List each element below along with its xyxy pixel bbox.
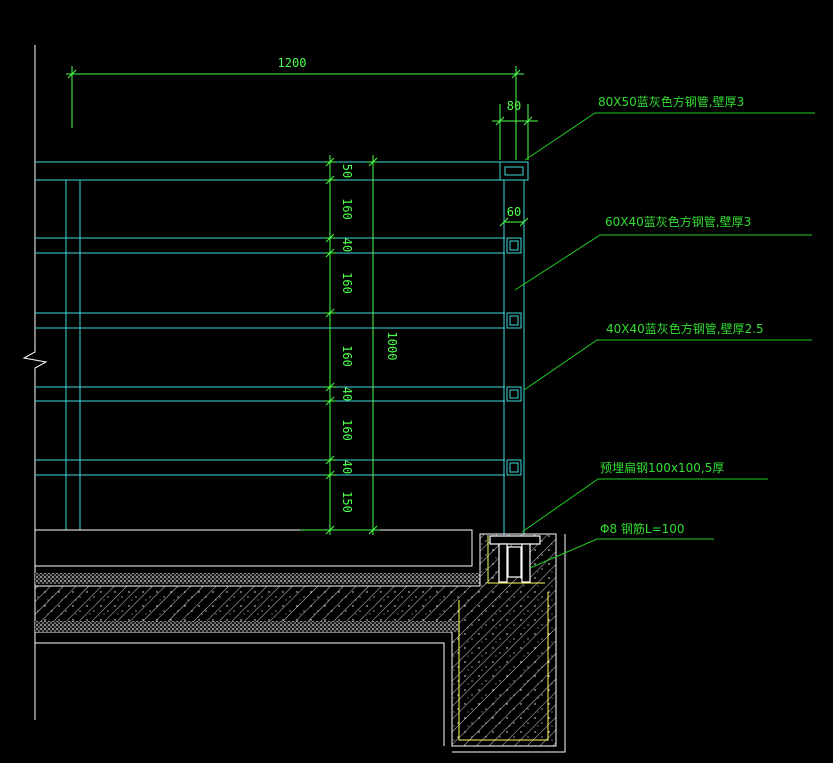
label-embed-plate: 预埋扁钢100x100,5厚 <box>600 461 724 475</box>
floor-outline <box>35 529 473 567</box>
dim-chain-5: 40 <box>340 387 354 401</box>
dim-chain-7: 40 <box>340 460 354 474</box>
label-post: 60X40蓝灰色方钢管,壁厚3 <box>605 214 751 229</box>
dim-overall-height: 1000 <box>385 332 399 361</box>
dim-chain-0: 50 <box>340 164 354 178</box>
wall-break-line <box>22 45 48 720</box>
dimension-lines <box>66 66 538 535</box>
screed-layer-lower <box>35 621 460 632</box>
dim-chain-2: 40 <box>340 238 354 252</box>
dim-chain-3: 160 <box>340 272 354 294</box>
label-top-rail: 80X50蓝灰色方钢管,壁厚3 <box>598 94 744 109</box>
dim-post-width: 60 <box>507 205 521 219</box>
embed-plate <box>489 535 541 583</box>
label-middle-rail: 40X40蓝灰色方钢管,壁厚2.5 <box>606 321 764 336</box>
leader-lines <box>514 112 815 569</box>
label-anchor-bar: Φ8 钢筋L=100 <box>600 521 685 536</box>
dim-overall-width: 1200 <box>278 56 307 70</box>
screed-layer-upper <box>35 573 480 584</box>
dim-chain-6: 160 <box>340 419 354 441</box>
dim-top-rail-width: 80 <box>507 99 521 113</box>
dim-chain-4: 160 <box>340 345 354 367</box>
dim-chain-8: 150 <box>340 491 354 513</box>
railing-outline <box>35 161 529 535</box>
slab-section <box>34 529 566 753</box>
dim-chain-1: 160 <box>340 198 354 220</box>
embed-outline <box>487 535 545 584</box>
